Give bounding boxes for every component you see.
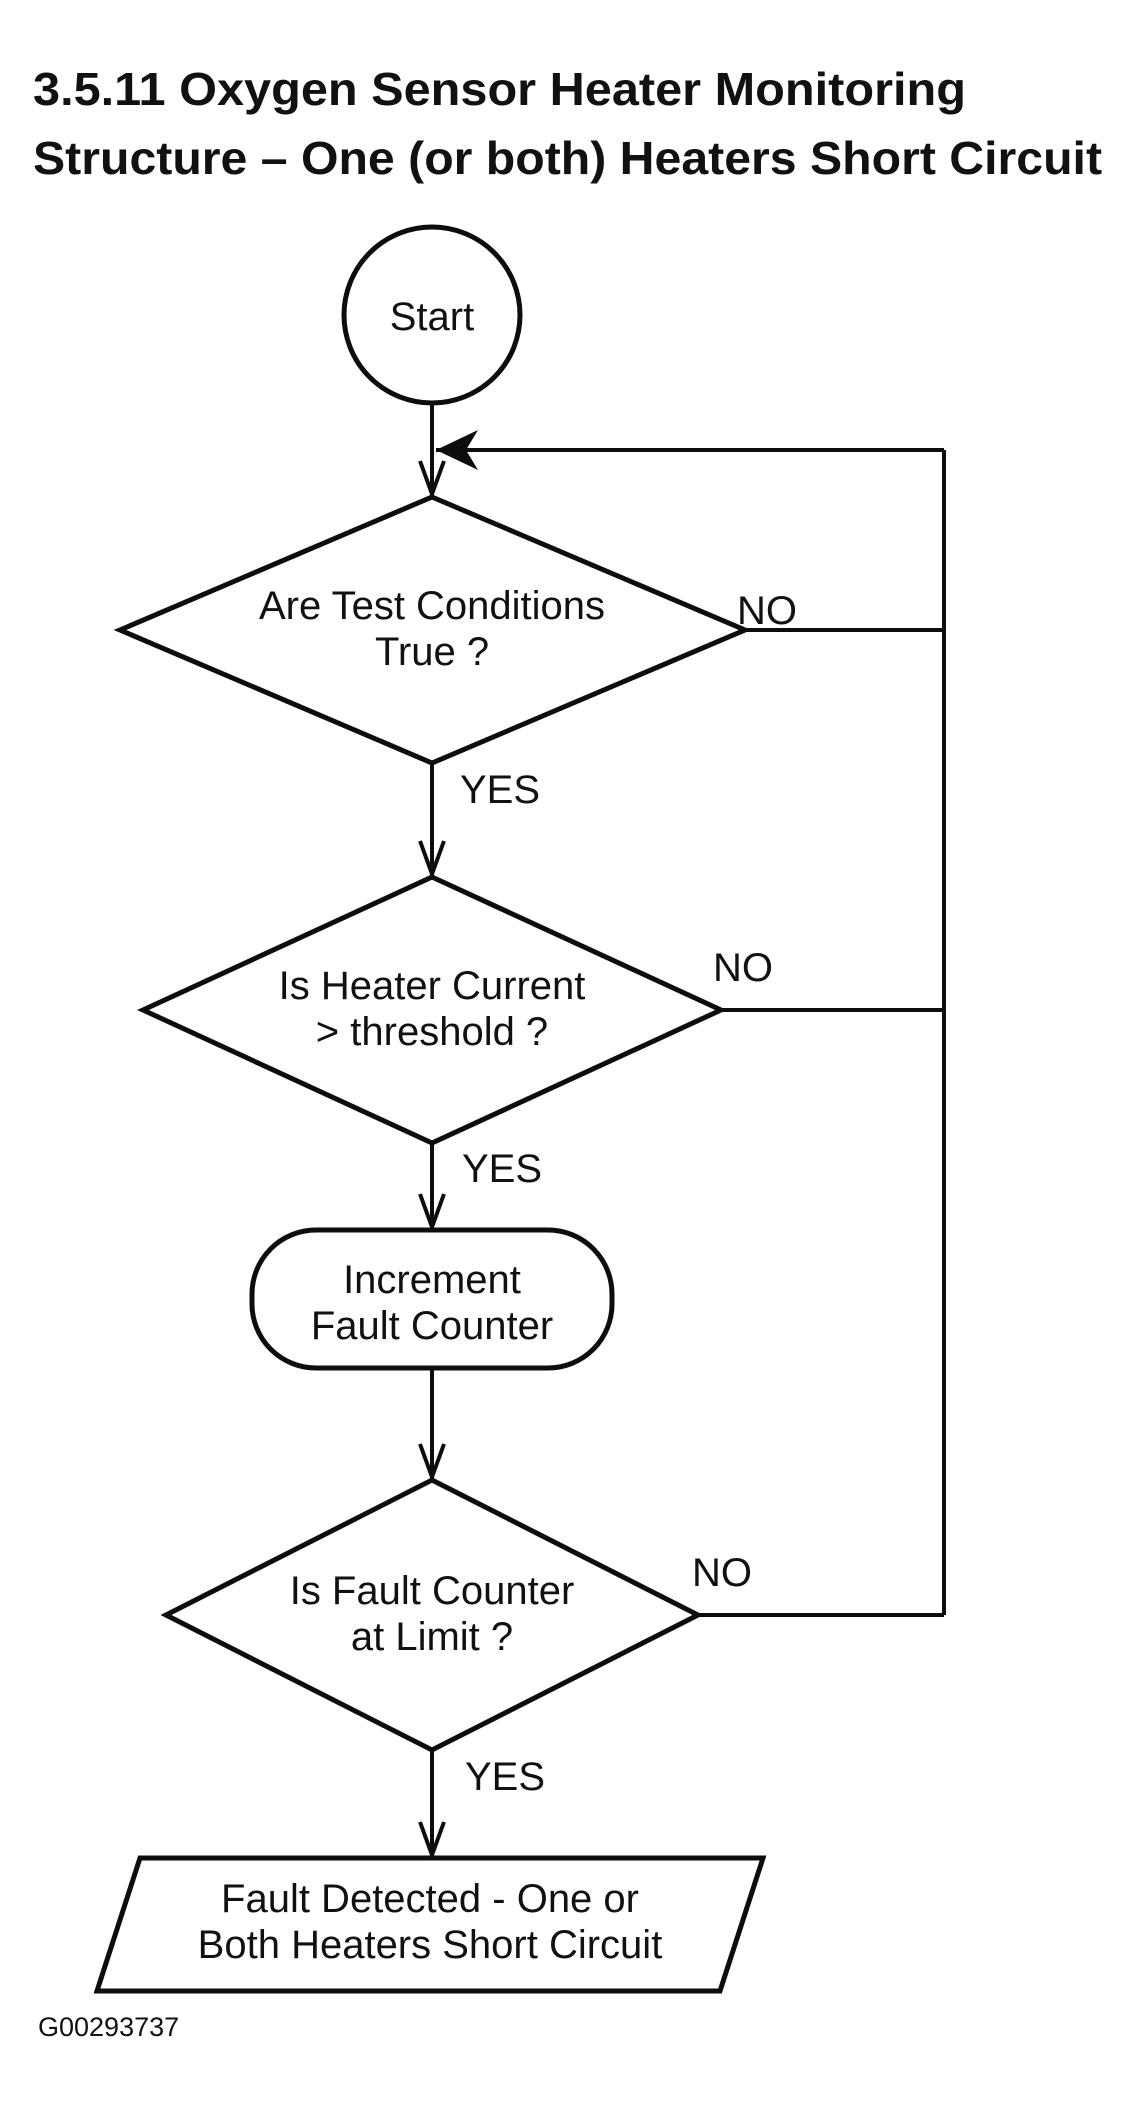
- decision2-diamond: [137, 874, 727, 1146]
- output-fault-label-line2: Both Heaters Short Circuit: [198, 1923, 663, 1967]
- decision2-yes-label: YES: [462, 1147, 542, 1191]
- page-title-line1: 3.5.11 Oxygen Sensor Heater Monitoring: [33, 63, 966, 115]
- arrow-down-into-decision3-icon: [418, 1443, 446, 1483]
- decision2-no-label: NO: [713, 946, 773, 990]
- decision3-label-line1: Is Fault Counter: [290, 1569, 575, 1613]
- decision3-diamond: [160, 1477, 704, 1753]
- arrow-down-into-decision2-icon: [418, 840, 446, 880]
- output-fault-label-line1: Fault Detected - One or: [221, 1877, 639, 1921]
- process-increment-label-line2: Fault Counter: [311, 1304, 553, 1348]
- output-fault-parallelogram: [93, 1855, 767, 1994]
- decision2-label-line1: Is Heater Current: [279, 964, 586, 1008]
- arrow-down-into-process-icon: [418, 1193, 446, 1233]
- arrow-down-into-output-icon: [418, 1821, 446, 1861]
- decision2-label-line2: > threshold ?: [316, 1010, 548, 1054]
- decision1-label-line2: True ?: [375, 630, 489, 674]
- start-node-label: Start: [390, 295, 474, 339]
- decision3-label-line2: at Limit ?: [351, 1615, 513, 1659]
- decision3-yes-label: YES: [465, 1755, 545, 1799]
- process-increment-label-line1: Increment: [343, 1258, 521, 1302]
- arrow-down-into-decision1-icon: [418, 460, 446, 500]
- decision1-diamond: [113, 494, 752, 766]
- decision3-no-label: NO: [692, 1551, 752, 1595]
- figure-code: G00293737: [38, 2012, 179, 2042]
- arrow-left-feedback-icon: [436, 430, 478, 470]
- decision1-yes-label: YES: [460, 768, 540, 812]
- page-title-line2: Structure – One (or both) Heaters Short …: [33, 132, 1102, 184]
- start-node: [341, 224, 523, 406]
- decision1-no-label: NO: [737, 589, 797, 633]
- decision1-label-line1: Are Test Conditions: [259, 584, 605, 628]
- process-increment-box: [249, 1227, 615, 1371]
